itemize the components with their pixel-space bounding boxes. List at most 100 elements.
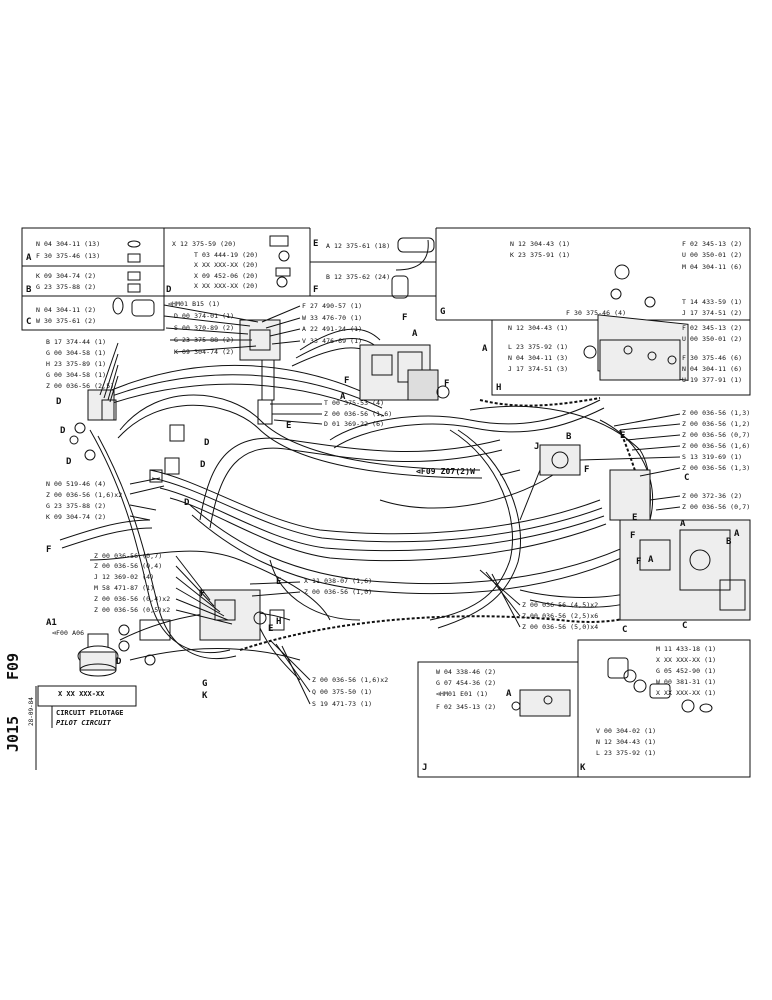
callout-f: F [584,465,590,475]
callout-a: A [482,344,488,354]
part-label: B 17 374-44 (1) [46,338,107,346]
panel-d-letter: D [166,285,172,295]
panel-k-item: M 11 433-18 (1) [656,645,717,653]
panel-k-item: G 05 452-90 (1) [656,667,717,675]
part-label: N 00 519-46 (4) [46,480,107,488]
part-label: T 00 375-53 (4) [324,399,385,407]
panel-c-letter: C [26,317,32,327]
a1-label: A1 [46,618,57,628]
panel-j-item: W 04 338-46 (2) [436,668,497,676]
panel-h-item: U 19 377-91 (1) [682,376,743,384]
part-label: Z 00 036-56 (0,7) [94,552,163,560]
part-label: D 00 374-01 (1) [174,312,235,320]
ref-label: ⊲HM01 B15 (1) [168,300,221,308]
part-label: Z 00 036-56 (4,5)x2 [522,601,599,609]
panel-g-item: F 30 375-46 (4) [566,309,627,317]
panel-d-item: X XX XXX-XX (20) [194,282,259,290]
callout-c: C [684,473,690,483]
panel-h-item: J 17 374-51 (3) [508,365,569,373]
callout-k: K [202,691,208,701]
panel-g-item: F 02 345-13 (2) [682,240,743,248]
part-label: Z 00 036-56 (0,7) [682,503,751,511]
panel-f-item: B 12 375-62 (24) [326,273,391,281]
part-label: A 22 491-24 (1) [302,325,363,333]
panel-g-item: K 23 375-91 (1) [510,251,571,259]
panel-b-letter: B [26,285,32,295]
part-label: S 00 370-89 (2) [174,324,235,332]
bottom-left-ref: ⊲F00 A06 [52,629,85,637]
panel-k-item: N 12 304-43 (1) [596,738,657,746]
callout-d: D [200,460,206,470]
part-label: Z 00 372-36 (2) [682,492,743,500]
part-label: K 09 304-74 (2) [174,348,235,356]
callout-e: E [620,431,626,441]
callout-a: A [340,392,346,402]
panel-k-item: V 00 304-02 (1) [596,727,657,735]
panel-k-letter: K [580,763,586,773]
part-label: Z 00 036-56 (2,5)x6 [522,612,599,620]
center-ref: ⊲F09 Z07(2)W [416,467,475,476]
callout-c: C [682,621,688,631]
panel-k-item: L 23 375-92 (1) [596,749,657,757]
callout-d: D [204,438,210,448]
callout-d: D [66,457,72,467]
panel-b-item: K 09 304-74 (2) [36,272,97,280]
panel-c-item: W 30 375-61 (2) [36,317,97,325]
panel-j-letter: J [422,763,428,773]
callout-e: E [632,513,638,523]
panel-k-item: X XX XXX-XX (1) [656,656,717,664]
panel-j-item: ⊲HM01 E01 (1) [436,690,489,698]
panel-g-letter: G [440,307,446,317]
callout-b: B [726,537,732,547]
callout-j: J [534,442,540,452]
callout-f: F [444,379,450,389]
part-label: Z 00 036-56 (2,5) [46,382,115,390]
panel-g-item: N 12 304-43 (1) [510,240,571,248]
callout-e: E [268,624,274,634]
part-label: W 33 476-70 (1) [302,314,363,322]
panel-h-item: N 04 304-11 (3) [508,354,569,362]
part-label: H 23 375-89 (1) [46,360,107,368]
panel-e-item: A 12 375-61 (18) [326,242,391,250]
panel-d-item: X XX XXX-XX (20) [194,261,259,269]
panel-f-letter: F [313,285,319,295]
part-label: Z 00 036-56 (5,0)x4 [522,623,599,631]
panel-e-letter: E [313,239,319,249]
panel-h-item: F 02 345-13 (2) [682,324,743,332]
callout-f: F [200,589,206,599]
callout-f: F [630,531,636,541]
doc-code-f09: F09 [4,652,22,680]
panel-j-item: G 07 454-36 (2) [436,679,497,687]
panel-b-item: G 23 375-88 (2) [36,283,97,291]
part-label: Z 00 036-56 (1,0) [304,588,373,596]
part-label: G 23 375-88 (2) [46,502,107,510]
callout-a: A [648,555,654,565]
panel-h-item: L 23 375-92 (1) [508,343,569,351]
part-label: Z 00 036-56 (1,6)x2 [46,491,123,499]
panel-g-item: U 00 350-01 (2) [682,251,743,259]
panel-d-item: T 03 444-19 (20) [194,251,259,259]
part-label: Z 00 036-56 (0,7) [682,431,751,439]
panel-c-item: N 04 304-11 (2) [36,306,97,314]
part-label: G 00 304-58 (1) [46,371,107,379]
part-label: D 01 369-22 (6) [324,420,385,428]
part-label: F 27 490-57 (1) [302,302,363,310]
panel-j-item: F 02 345-13 (2) [436,703,497,711]
callout-a: A [412,329,418,339]
panel-a-item: N 04 304-11 (13) [36,240,101,248]
panel-g-item: T 14 433-59 (1) [682,298,743,306]
part-label: Z 00 036-56 (0,4)x2 [94,595,171,603]
part-label: Z 00 036-56 (1,2) [682,420,751,428]
sheet-date: 28-09-84 [28,697,35,726]
callout-f: F [46,545,52,555]
callout-e: E [276,577,282,587]
doc-code-j015: J015 [4,715,22,752]
part-label: Z 00 036-56 (1,3) [682,409,751,417]
panel-g-item: J 17 374-51 (2) [682,309,743,317]
panel-d-item: X 12 375-59 (20) [172,240,237,248]
panel-h-item: U 00 350-01 (2) [682,335,743,343]
part-number: X XX XXX-XX [58,690,105,698]
panel-a-letter: A [26,253,32,263]
panel-d-item: X 09 452-06 (20) [194,272,259,280]
part-label: G 23 375-88 (2) [174,336,235,344]
